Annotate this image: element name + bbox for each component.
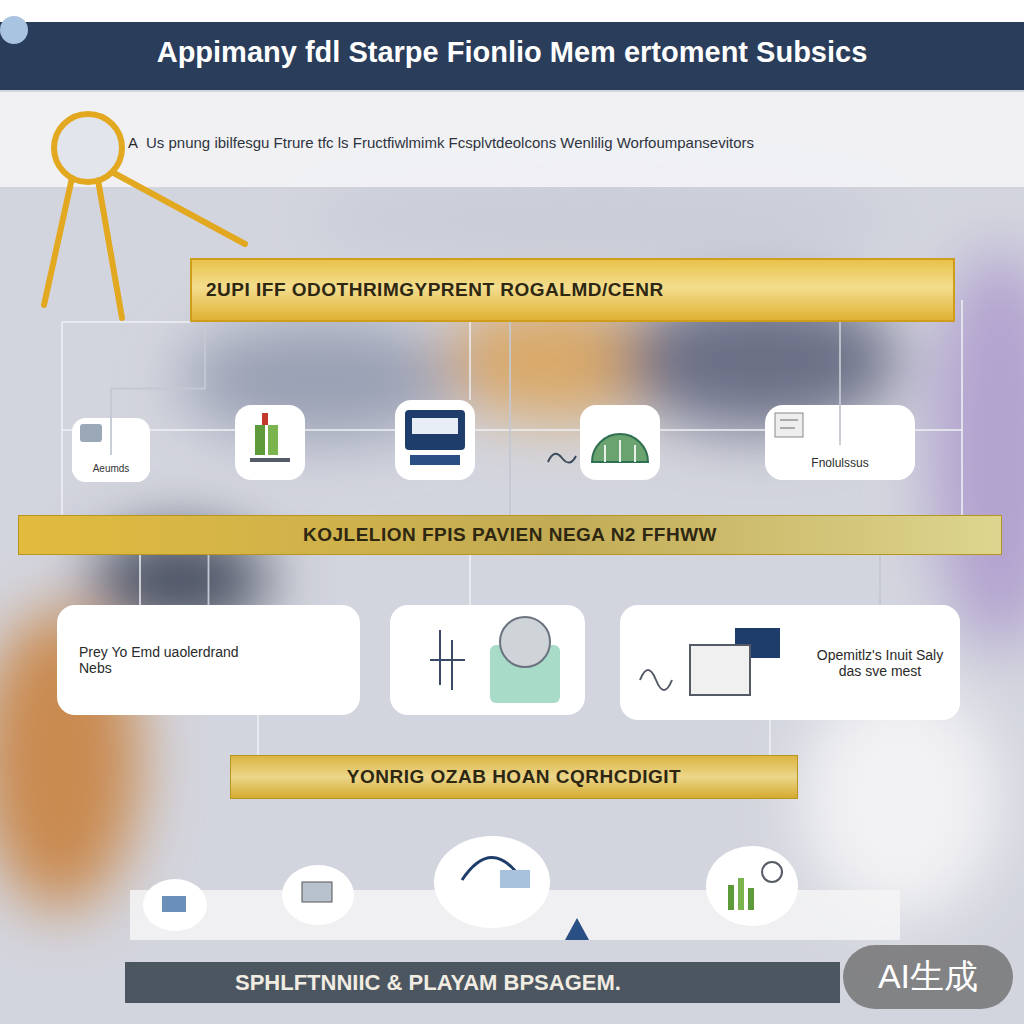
connector [208, 555, 210, 605]
icon [728, 885, 734, 910]
connector-line [769, 720, 771, 755]
icon [250, 458, 290, 462]
icon [780, 428, 795, 429]
title: Appimany fdl Starpe Fionlio Mem ertoment… [0, 36, 1024, 69]
connector [509, 322, 511, 515]
frame-line [62, 321, 190, 323]
icon-box [395, 400, 475, 480]
icon [500, 870, 530, 888]
icon [548, 454, 576, 463]
node-text: 2UPI IFF ODOTHRIMGYPRENT ROGALMD/CENR [206, 279, 939, 301]
icon [775, 413, 803, 437]
icon [268, 425, 278, 455]
icon-box [390, 605, 585, 715]
icon-box [235, 405, 305, 480]
icon [634, 445, 636, 462]
connector [111, 322, 205, 455]
icon-box [620, 605, 960, 720]
icon-box [143, 879, 207, 931]
watermark: AI生成 [843, 945, 1013, 1009]
icon-box [434, 836, 550, 928]
icon [451, 640, 453, 690]
section-band: YONRIG OZAB HOAN CQRHCDIGIT [230, 755, 798, 799]
frame-line [961, 300, 963, 515]
blur-blob [300, 180, 900, 260]
icon [262, 413, 268, 425]
header-band: 2UPI IFF ODOTHRIMGYPRENT ROGALMD/CENR [190, 258, 955, 322]
connector-line [257, 715, 259, 755]
icon [604, 445, 606, 462]
icon-box [580, 405, 660, 480]
icon [412, 418, 458, 434]
connector-line [139, 555, 141, 605]
icon [780, 420, 798, 421]
top-strip [0, 0, 1024, 22]
icon [690, 645, 750, 695]
icon-card: Fnolulssus [765, 445, 915, 480]
icon [500, 617, 550, 667]
node-text: Opemitlz's Inuit Saly das sve mest [810, 647, 950, 679]
icon [405, 410, 465, 450]
magnifier-leg [112, 172, 245, 244]
process-box: Opemitlz's Inuit Saly das sve mest [800, 605, 960, 720]
node-text: Aeumds [76, 463, 146, 474]
icon [410, 455, 460, 465]
magnifier-leg [98, 180, 122, 318]
node-text: Fnolulssus [771, 456, 909, 470]
icon [738, 878, 744, 910]
icon [592, 434, 648, 462]
header-band [0, 22, 1024, 90]
magnifier-leg [44, 178, 72, 305]
node-text: KOJLELION FPIS PAVIEN NEGA N2 FFHWW [33, 524, 987, 546]
callout-letter: A [128, 134, 144, 151]
icon [748, 888, 754, 910]
node-text: Prey Yo Emd uaolerdrand Nebs [79, 644, 270, 676]
section-band: KOJLELION FPIS PAVIEN NEGA N2 FFHWW [18, 515, 1002, 555]
frame-line [61, 322, 63, 515]
magnifier-ring [54, 114, 122, 182]
node-text: SPHLFTNNIIC & PLAYAM BPSAGEM. [235, 970, 826, 996]
icon [255, 425, 265, 455]
subtitle-strip [0, 92, 1024, 187]
connector [839, 322, 841, 445]
blur-blob [180, 320, 460, 440]
footer-band: SPHLFTNNIIC & PLAYAM BPSAGEM. [125, 962, 840, 1003]
connector [879, 555, 881, 605]
icon [430, 659, 465, 661]
icon [162, 896, 186, 912]
icon [619, 440, 621, 462]
icon [762, 862, 782, 882]
icon [565, 918, 589, 940]
icon [302, 882, 332, 902]
node-text: YONRIG OZAB HOAN CQRHCDIGIT [245, 766, 783, 788]
corner-ornament [0, 16, 28, 44]
frame-line [469, 322, 471, 400]
process-box: Prey Yo Emd uaolerdrand Nebs [57, 605, 360, 715]
watermark-pill [843, 945, 1013, 1009]
icon-card: Aeumds [72, 455, 150, 482]
connector-line [469, 555, 471, 605]
icon-box [706, 846, 798, 926]
icon [80, 424, 102, 442]
icon-box [282, 865, 354, 925]
icon [640, 670, 672, 690]
subtitle: Us pnung ibilfesgu Ftrure tfc ls Fructfi… [146, 134, 1016, 151]
icon [439, 630, 441, 685]
